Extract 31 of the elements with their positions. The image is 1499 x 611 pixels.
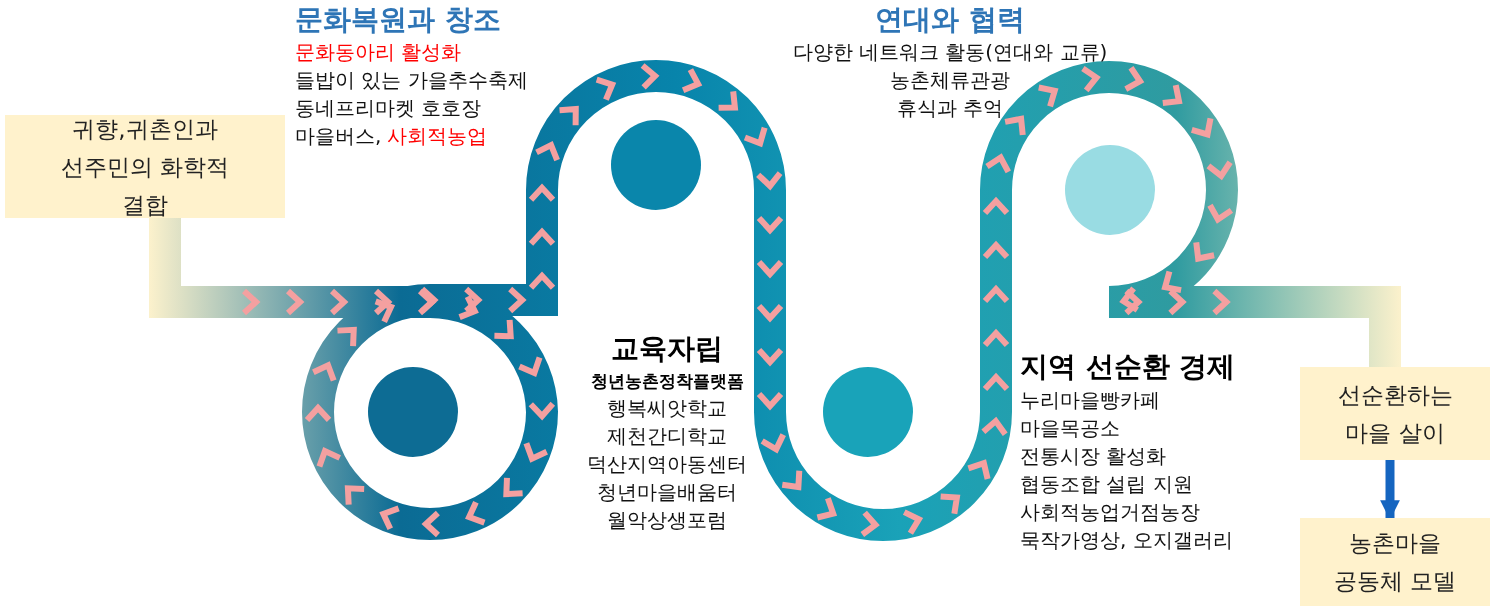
box-text: 귀향,귀촌인과 선주민의 화학적 결합 — [59, 114, 231, 220]
item-text: 월악상생포럼 — [607, 507, 727, 534]
item-text: 청년마을배움터 — [597, 479, 737, 506]
text-box — [1300, 518, 1490, 606]
item-text: 누리마을빵카페 — [1020, 387, 1160, 414]
item-text: 다양한 네트워크 활동(연대와 교류) — [792, 39, 1108, 66]
item-text: 제천간디학교 — [607, 423, 727, 450]
item-text: 문화동아리 활성화 — [295, 39, 462, 66]
text-box — [5, 115, 285, 218]
item-text: 사회적농업 — [387, 123, 488, 150]
item-text: 협동조합 설립 지원 — [1020, 471, 1193, 498]
item-text: 묵작가영상, 오지갤러리 — [1020, 527, 1233, 554]
section-heading: 연대와 협력 — [875, 2, 1025, 38]
item-text: 동네프리마켓 호호장 — [295, 95, 482, 122]
item-text: 농촌체류관광 — [890, 67, 1010, 94]
item-text: 전통시장 활성화 — [1020, 443, 1167, 470]
item-text: 마을목공소 — [1020, 415, 1120, 442]
section-heading: 지역 선순환 경제 — [1020, 349, 1236, 385]
box-text: 선순환하는 마을 살이 — [1336, 380, 1454, 448]
item-text: 마을버스, — [295, 123, 382, 150]
section-heading: 문화복원과 창조 — [295, 2, 501, 38]
item-text: 휴식과 추억 — [896, 95, 1004, 122]
item-text: 덕산지역아동센터 — [587, 451, 747, 478]
item-text: 사회적농업거점농장 — [1020, 499, 1200, 526]
item-text: 행복씨앗학교 — [607, 395, 727, 422]
section-heading: 교육자립 — [611, 331, 723, 367]
item-text: 청년농촌정착플랫폼 — [590, 370, 744, 393]
text-box — [1300, 367, 1490, 460]
item-text: 들밥이 있는 가을추수축제 — [295, 67, 528, 94]
box-text: 농촌마을 공동체 모델 — [1332, 529, 1458, 596]
arrow — [1380, 460, 1400, 520]
